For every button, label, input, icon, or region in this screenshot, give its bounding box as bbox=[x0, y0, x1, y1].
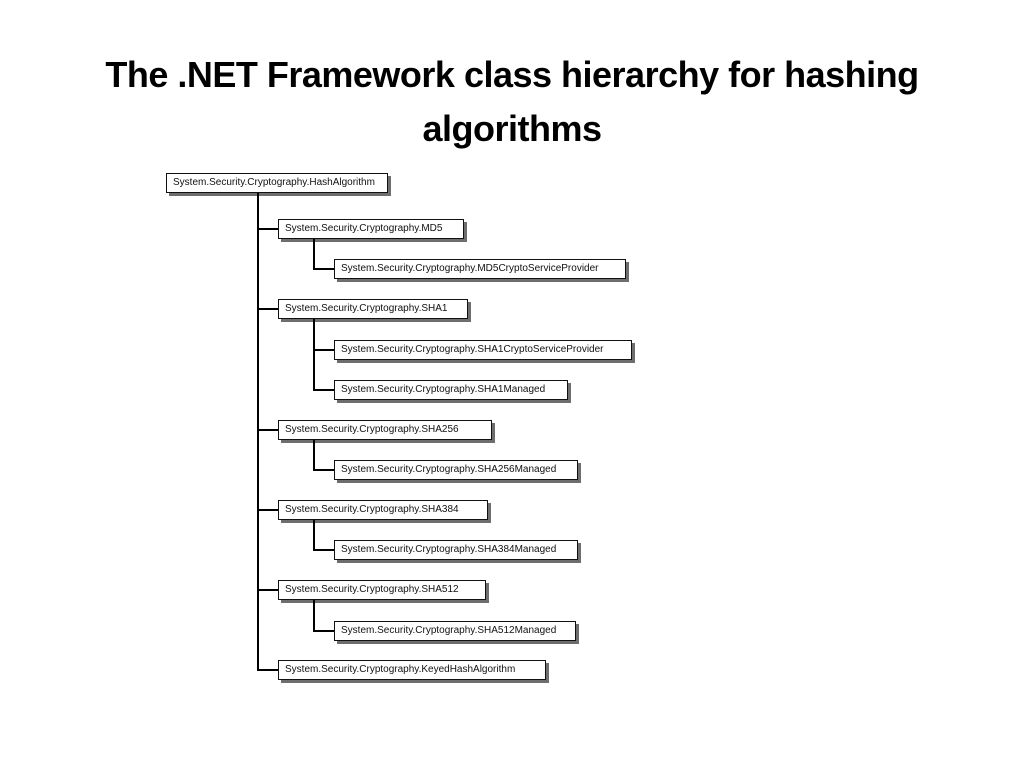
connector-to-sha256managed bbox=[313, 469, 334, 471]
class-node-md5: System.Security.Cryptography.MD5 bbox=[278, 219, 464, 239]
connector-to-sha256 bbox=[257, 429, 278, 431]
class-node-sha1managed: System.Security.Cryptography.SHA1Managed bbox=[334, 380, 568, 400]
connector-to-sha1managed bbox=[313, 389, 334, 391]
class-node-sha256: System.Security.Cryptography.SHA256 bbox=[278, 420, 492, 440]
class-node-sha256managed: System.Security.Cryptography.SHA256Manag… bbox=[334, 460, 578, 480]
connector-to-md5 bbox=[257, 228, 278, 230]
connector-to-sha512managed bbox=[313, 630, 334, 632]
class-node-keyedhashalgorithm: System.Security.Cryptography.KeyedHashAl… bbox=[278, 660, 546, 680]
class-node-sha512managed: System.Security.Cryptography.SHA512Manag… bbox=[334, 621, 576, 641]
connector-root-trunk bbox=[257, 193, 259, 671]
connector-to-sha384 bbox=[257, 509, 278, 511]
connector-sha256-trunk bbox=[313, 440, 315, 471]
connector-sha512-trunk bbox=[313, 600, 315, 632]
connector-md5-trunk bbox=[313, 239, 315, 270]
class-node-sha384: System.Security.Cryptography.SHA384 bbox=[278, 500, 488, 520]
connector-sha1-trunk bbox=[313, 319, 315, 391]
connector-to-md5cryptoserviceprovider bbox=[313, 268, 334, 270]
connector-to-sha384managed bbox=[313, 549, 334, 551]
connector-to-sha1 bbox=[257, 308, 278, 310]
class-node-sha384managed: System.Security.Cryptography.SHA384Manag… bbox=[334, 540, 578, 560]
connector-to-keyedhashalgorithm bbox=[257, 669, 278, 671]
root-class-node: System.Security.Cryptography.HashAlgorit… bbox=[166, 173, 388, 193]
connector-to-sha1cryptoserviceprovider bbox=[313, 349, 334, 351]
connector-to-sha512 bbox=[257, 589, 278, 591]
slide-title: The .NET Framework class hierarchy for h… bbox=[105, 54, 919, 149]
class-node-sha512: System.Security.Cryptography.SHA512 bbox=[278, 580, 486, 600]
class-node-sha1cryptoserviceprovider: System.Security.Cryptography.SHA1CryptoS… bbox=[334, 340, 632, 360]
class-node-sha1: System.Security.Cryptography.SHA1 bbox=[278, 299, 468, 319]
connector-sha384-trunk bbox=[313, 520, 315, 551]
class-node-md5cryptoserviceprovider: System.Security.Cryptography.MD5CryptoSe… bbox=[334, 259, 626, 279]
